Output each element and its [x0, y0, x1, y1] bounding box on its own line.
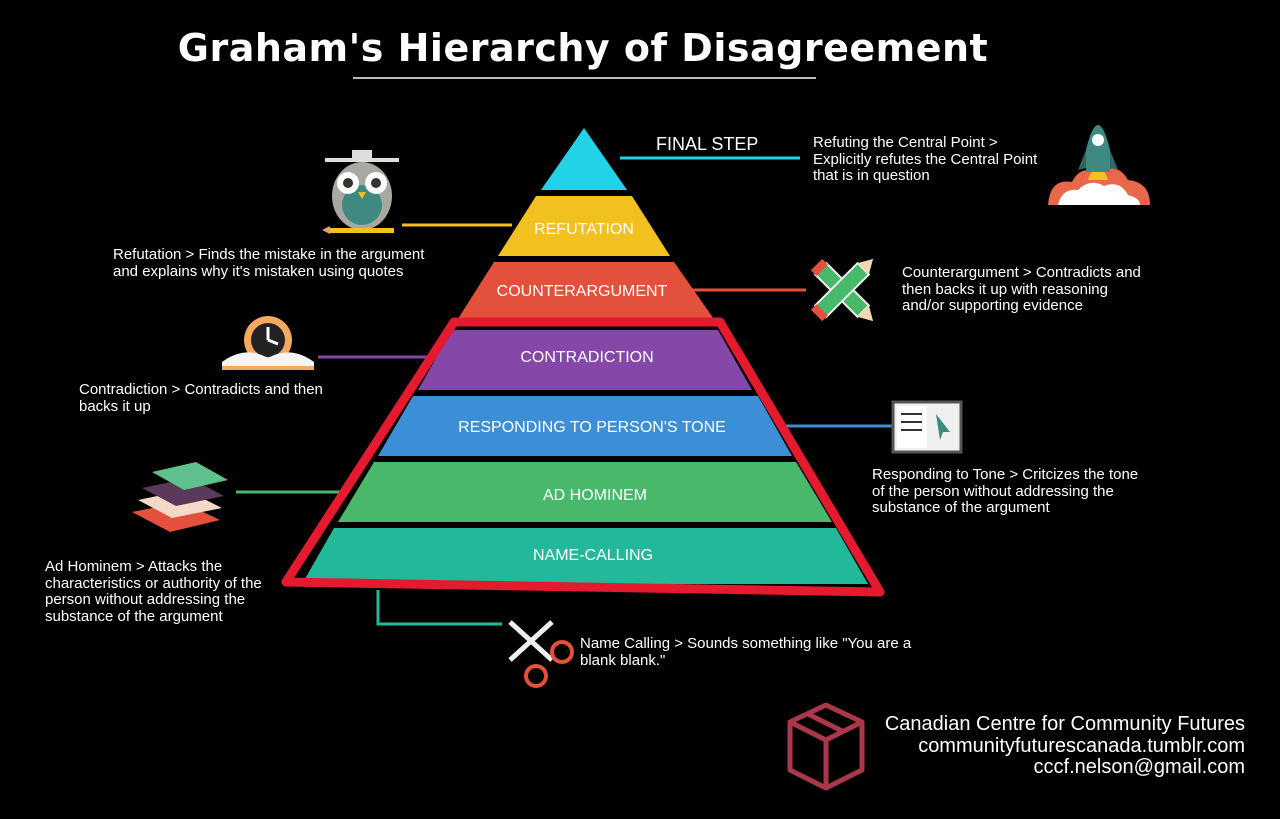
description-contradiction: Contradiction > Contradicts and then bac…: [79, 381, 323, 415]
box-logo-icon: [787, 702, 865, 791]
level-tone: [378, 396, 792, 456]
level-label-refutation: REFUTATION: [534, 221, 634, 238]
level-central-point: [541, 128, 627, 190]
description-tone: Responding to Tone > Critcizes the tone …: [872, 466, 1139, 516]
level-label-tone: RESPONDING TO PERSON'S TONE: [458, 419, 726, 436]
level-ad-hominem: [338, 462, 832, 522]
level-refutation: [498, 196, 670, 256]
scissors-icon: [508, 620, 574, 688]
clock-book-icon: [222, 316, 314, 370]
credit-site[interactable]: communityfuturescanada.tumblr.com: [918, 734, 1245, 757]
books-icon: [132, 462, 228, 532]
credit-email[interactable]: cccf.nelson@gmail.com: [1033, 756, 1245, 778]
description-ad-hominem: Ad Hominem > Attacks the characteristics…: [45, 558, 262, 625]
level-name-calling: [302, 528, 868, 584]
level-label-contradiction: CONTRADICTION: [520, 349, 653, 366]
credit-block: Canadian Centre for Community Futures co…: [884, 713, 1245, 779]
pencils-icon: [810, 258, 874, 322]
level-label-ad-hominem: AD HOMINEM: [543, 487, 647, 504]
description-counterargument: Counterargument > Contradicts and then b…: [902, 264, 1141, 314]
level-label-counterargument: COUNTERARGUMENT: [497, 283, 668, 300]
level-label-name-calling: NAME-CALLING: [533, 547, 653, 564]
rocket-icon: [1048, 125, 1150, 205]
connector-name-calling: [376, 590, 502, 626]
page-title: Graham's Hierarchy of Disagreement: [177, 26, 989, 70]
screen-icon: [891, 400, 963, 454]
description-central-point: Refuting the Central Point > Explicitly …: [813, 134, 1038, 184]
description-refutation: Refutation > Finds the mistake in the ar…: [113, 246, 425, 280]
title-underline: [353, 77, 816, 79]
owl-icon: [322, 150, 399, 234]
level-counterargument: [456, 262, 716, 322]
highlight-outline: [281, 317, 885, 597]
final-step-label: FINAL STEP: [656, 134, 759, 154]
credit-org: Canadian Centre for Community Futures: [884, 713, 1245, 735]
level-contradiction: [418, 330, 752, 390]
description-name-calling: Name Calling > Sounds something like "Yo…: [580, 635, 912, 669]
